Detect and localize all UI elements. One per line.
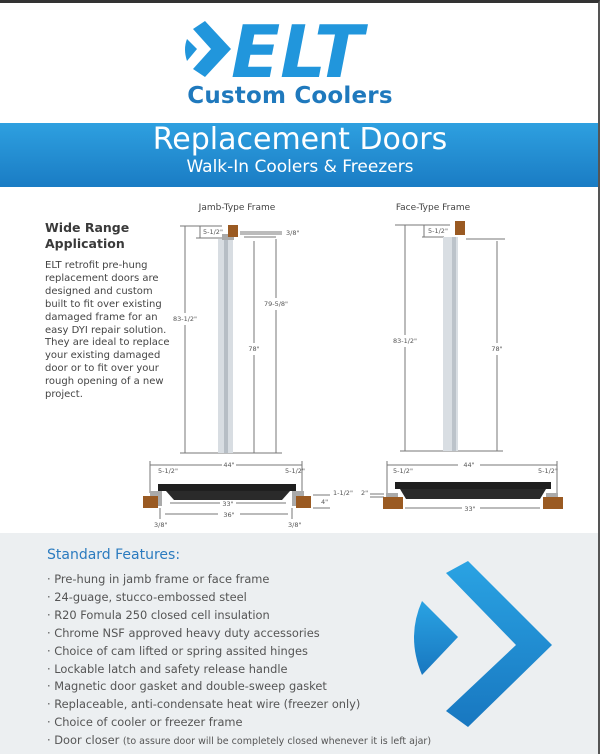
feature-item: · 24-guage, stucco-embossed steel — [47, 589, 247, 604]
face-wall-block — [455, 221, 465, 235]
chevron-icon — [193, 21, 231, 77]
dim-label: 44" — [463, 461, 474, 469]
elt-logo: ELT Custom Coolers — [185, 10, 395, 112]
chevron-logo-icon — [414, 561, 552, 727]
jamb-door-section — [158, 484, 296, 491]
dim-label: 78" — [248, 345, 259, 353]
standard-features-section: Standard Features: · Pre-hung in jamb fr… — [0, 533, 598, 754]
dim-label: 5-1/2" — [428, 227, 448, 235]
jamb-title: Jamb-Type Frame — [198, 203, 276, 213]
intro-body: ELT retrofit pre-hung replacement doors … — [45, 260, 170, 401]
feature-item: · Choice of cam lifted or spring assited… — [47, 643, 308, 658]
dim-label: 2" — [361, 489, 368, 497]
page-subtitle: Walk-In Coolers & Freezers — [186, 157, 414, 177]
logo-subtitle: Custom Coolers — [187, 83, 393, 109]
features-heading: Standard Features: — [47, 547, 181, 563]
dim-label: 3/8" — [154, 521, 167, 529]
feature-item: · R20 Fomula 250 closed cell insulation — [47, 607, 270, 622]
face-title: Face-Type Frame — [396, 203, 471, 213]
page-title: Replacement Doors — [152, 122, 448, 157]
dim-label: 33" — [464, 505, 475, 513]
dim-label: 33" — [222, 500, 233, 508]
dim-label: 1-1/2" — [333, 489, 353, 497]
face-door-section — [395, 482, 551, 489]
dim-label: 78" — [491, 345, 502, 353]
elt-logo-mark: ELT — [185, 10, 368, 94]
feature-item: · Pre-hung in jamb frame or face frame — [47, 572, 270, 586]
jamb-wall-block — [228, 225, 238, 237]
dim-label: 5-1/2" — [393, 467, 413, 475]
intro-section: Wide Range Application ELT retrofit pre-… — [45, 220, 170, 402]
dim-label: 5-1/2" — [538, 467, 558, 475]
dim-label: 4" — [321, 498, 328, 506]
title-banner: Replacement Doors Walk-In Coolers & Free… — [0, 122, 598, 187]
logo-wordmark: ELT — [231, 17, 368, 85]
feature-item: · Replaceable, anti-condensate heat wire… — [47, 697, 361, 712]
dim-label: 3/8" — [288, 521, 301, 529]
features-list: · Pre-hung in jamb frame or face frame ·… — [47, 571, 431, 751]
dim-label: 79-5/8" — [264, 300, 288, 308]
frame-diagrams: Jamb-Type Frame 5-1/2" 3/8" 83-1/2" 78" … — [143, 203, 563, 529]
feature-item: · Door closer (to assure door will be co… — [47, 733, 432, 748]
dim-label: 5-1/2" — [203, 228, 223, 236]
dim-label: 36" — [223, 511, 234, 519]
dim-label: 5-1/2" — [285, 467, 305, 475]
feature-item: · Lockable latch and safety release hand… — [47, 661, 288, 676]
dim-label: 83-1/2" — [393, 337, 417, 345]
dim-label: 3/8" — [286, 229, 299, 237]
dim-label: 44" — [223, 461, 234, 469]
intro-heading: Wide Range Application — [45, 220, 130, 251]
feature-item: · Chrome NSF approved heavy duty accesso… — [47, 625, 320, 640]
feature-item: · Magnetic door gasket and double-sweep … — [47, 679, 327, 694]
feature-item: · Choice of cooler or freezer frame — [47, 715, 243, 730]
dim-label: 5-1/2" — [158, 467, 178, 475]
dim-label: 83-1/2" — [173, 315, 197, 323]
